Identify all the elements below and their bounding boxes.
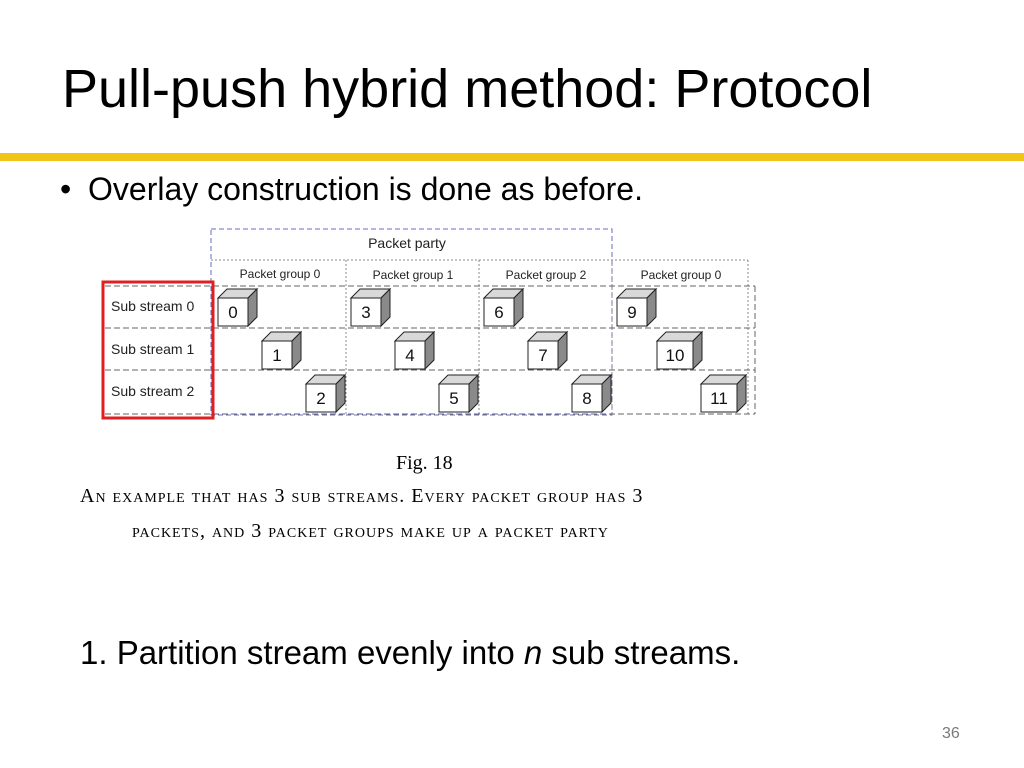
cube-front [700,383,738,413]
packet-number-label: 4 [405,346,414,365]
packet-number-label: 6 [494,303,503,322]
group-label-3: Packet group 0 [641,268,722,282]
title-underline [0,153,1024,161]
packet-cube-7: 7 [526,330,569,371]
packet-cube-2: 2 [304,373,347,414]
packet-cube-11: 11 [699,373,748,414]
bullet-text: Overlay construction is done as before. [88,171,643,207]
group-label-1: Packet group 1 [373,268,454,282]
bullet-dot-icon: • [60,171,72,207]
packet-number-label: 0 [228,303,237,322]
cube-front [350,297,382,327]
packet-cube-6: 6 [482,287,525,328]
cube-front [261,340,293,370]
group-label-2: Packet group 2 [506,268,587,282]
group-label-0: Packet group 0 [240,267,321,281]
cube-front [394,340,426,370]
packet-party-box [210,228,613,416]
packet-number-label: 9 [627,303,636,322]
packet-cube-1: 1 [260,330,303,371]
sub-stream-label-1: Sub stream 1 [111,341,194,357]
packet-cube-0: 0 [216,287,259,328]
packet-cube-8: 8 [570,373,613,414]
packet-cube-3: 3 [349,287,392,328]
packet-number-label: 10 [666,346,685,365]
sub-stream-label-2: Sub stream 2 [111,383,194,399]
packet-party-label: Packet party [368,235,446,251]
step-variable: n [523,634,543,671]
packet-number-label: 7 [538,346,547,365]
cube-front [527,340,559,370]
step-suffix: sub streams. [542,634,741,671]
figure-caption-line-1: An example that has 3 sub streams. Every… [80,485,644,507]
packet-cube-10: 10 [655,330,704,371]
packet-number-label: 3 [361,303,370,322]
packet-cube-4: 4 [393,330,436,371]
packet-number-label: 8 [582,389,591,408]
step-prefix: 1. Partition stream evenly into [80,634,524,671]
packet-number-label: 1 [272,346,281,365]
packet-cube-9: 9 [615,287,658,328]
bullet-item: • Overlay construction is done as before. [60,170,643,208]
slide-title: Pull-push hybrid method: Protocol [62,59,873,119]
stream-highlight-box [101,280,215,420]
packet-number-label: 11 [710,389,728,408]
step-text: 1. Partition stream evenly into n sub st… [80,634,740,672]
packet-number-label: 5 [449,389,458,408]
cube-front [483,297,515,327]
cube-front [656,340,694,370]
packet-number-label: 2 [316,389,325,408]
cube-front [571,383,603,413]
sub-stream-label-0: Sub stream 0 [111,298,194,314]
figure-label: Fig. 18 [396,452,453,474]
figure-caption-line-2: packets, and 3 packet groups make up a p… [132,520,609,542]
page-number: 36 [942,725,960,742]
cube-front [305,383,337,413]
packet-cube-5: 5 [437,373,480,414]
cube-front [217,297,249,327]
cube-front [438,383,470,413]
cube-front [616,297,648,327]
